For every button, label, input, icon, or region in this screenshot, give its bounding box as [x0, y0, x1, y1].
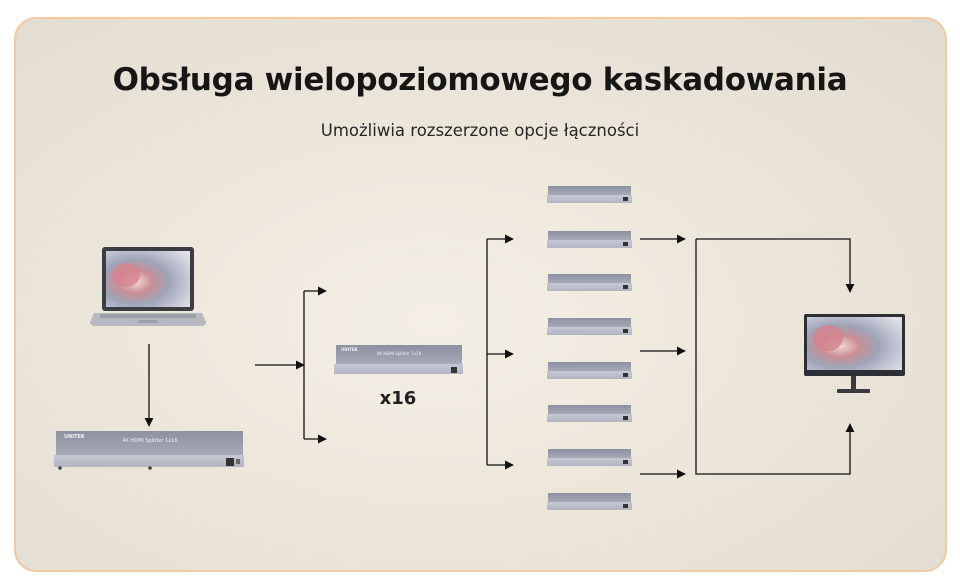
- mid-hdmi-splitter-icon: UNITEK 4K HDMI Splitter 1x16: [334, 345, 463, 374]
- mid-splitter-model: 4K HDMI Splitter 1x16: [377, 351, 422, 356]
- mid-splitter-brand: UNITEK: [341, 347, 359, 352]
- small-splitter-8-icon: [547, 493, 632, 510]
- main-splitter-brand: UNITEK: [64, 434, 86, 440]
- multiplier-label: x16: [379, 388, 417, 409]
- main-splitter-model: 4K HDMI Splitter 1x16: [122, 438, 177, 444]
- main-hdmi-splitter-icon: UNITEK 4K HDMI Splitter 1x16: [54, 431, 244, 470]
- monitor-icon: [804, 314, 905, 393]
- small-splitter-column: [547, 186, 632, 510]
- small-splitter-2-icon: [547, 231, 632, 248]
- connection-arrows: [144, 234, 855, 479]
- small-splitter-7-icon: [547, 449, 632, 466]
- page-title: Obsługa wielopoziomowego kaskadowania: [112, 62, 848, 98]
- page-subtitle: Umożliwia rozszerzone opcje łączności: [320, 121, 640, 140]
- small-splitter-3-icon: [547, 274, 632, 291]
- small-splitter-5-icon: [547, 362, 632, 379]
- small-splitter-4-icon: [547, 318, 632, 335]
- small-splitter-6-icon: [547, 405, 632, 422]
- small-splitter-1-icon: [547, 186, 632, 203]
- laptop-icon: [90, 247, 206, 326]
